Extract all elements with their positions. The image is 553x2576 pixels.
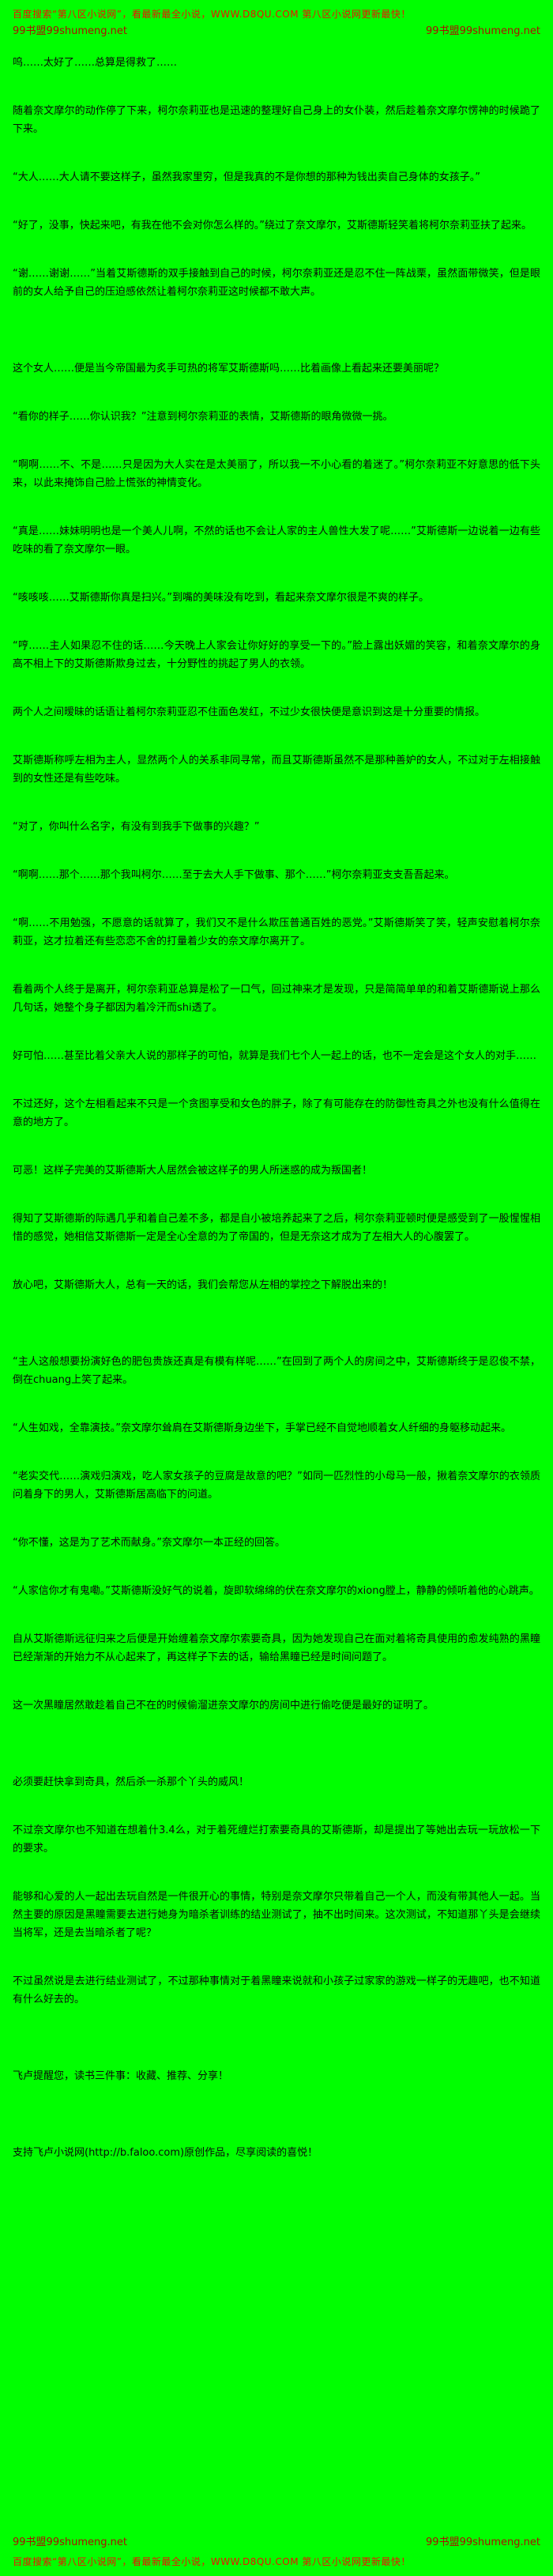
novel-paragraph: “人生如戏，全靠演技。”奈文摩尔耸肩在艾斯德斯身边坐下，手掌已经不自觉地顺着女人…	[13, 1422, 511, 1434]
page-header: 百度搜索“第八区小说网”，看最新最全小说，WWW.D8QU.COM 第八区小说网…	[13, 6, 540, 41]
novel-paragraph: “老实交代……演戏归演戏，吃人家女孩子的豆腐是故意的吧？”如同一匹烈性的小母马一…	[13, 1470, 540, 1501]
header-site-row: 99书盟99shumeng.net 99书盟99shumeng.net	[13, 22, 540, 40]
novel-paragraph: 随着奈文摩尔的动作停了下来，柯尔奈莉亚也是迅速的整理好自己身上的女仆装，然后趁着…	[13, 104, 540, 135]
novel-paragraph: 不过虽然说是去进行结业测试了，不过那种事情对于着黑瞳来说就和小孩子过家家的游戏一…	[13, 1975, 540, 2005]
novel-paragraph: “大人……大人请不要这样子，虽然我家里穷，但是我真的不是你想的那种为钱出卖自己身…	[13, 171, 480, 183]
novel-paragraph: 飞卢提醒您，读书三件事：收藏、推荐、分享！	[13, 2069, 229, 2082]
novel-content: 呜……太好了……总算是得救了…… 随着奈文摩尔的动作停了下来，柯尔奈莉亚也是迅速的…	[13, 41, 540, 2533]
novel-paragraph: 自从艾斯德斯远征归来之后便是开始缠着奈文摩尔索要奇具，因为她发现自己在面对着将奇…	[13, 1633, 540, 1663]
footer-site-name-left: 99书盟99shumeng.net	[13, 2536, 127, 2549]
novel-paragraph: “人家信你才有鬼嘞。”艾斯德斯没好气的说着，旋即软绵绵的伏在奈文摩尔的xiong…	[13, 1584, 540, 1597]
novel-paragraph: “谢……谢谢……”当着艾斯德斯的双手接触到自己的时候，柯尔奈莉亚还是忍不住一阵战…	[13, 267, 540, 298]
page-footer: 99书盟99shumeng.net 99书盟99shumeng.net 百度搜索…	[13, 2533, 540, 2570]
novel-paragraph: 呜……太好了……总算是得救了……	[13, 56, 178, 69]
novel-paragraph: “看你的样子……你认识我？”注意到柯尔奈莉亚的表情，艾斯德斯的眼角微微一挑。	[13, 410, 393, 423]
novel-paragraph: “主人这般想要扮演好色的肥包贵族还真是有模有样呢……”在回到了两个人的房间之中，…	[13, 1355, 540, 1386]
novel-paragraph: 放心吧，艾斯德斯大人，总有一天的话，我们会帮您从左相的掌控之下解脱出来的！	[13, 1279, 393, 1291]
novel-paragraph: 这个女人……便是当今帝国最为炙手可热的将军艾斯德斯吗……比着画像上看起来还要美丽…	[13, 362, 445, 375]
novel-paragraph: 能够和心爱的人一起出去玩自然是一件很开心的事情，特别是奈文摩尔只带着自己一个人，…	[13, 1890, 540, 1939]
novel-paragraph: “咳咳咳……艾斯德斯你真是扫兴。”到嘴的美味没有吃到，看起来奈文摩尔很是不爽的样…	[13, 591, 429, 604]
site-name-left: 99书盟99shumeng.net	[13, 25, 127, 38]
footer-site-name-right: 99书盟99shumeng.net	[426, 2536, 540, 2549]
site-name-right: 99书盟99shumeng.net	[426, 25, 540, 38]
novel-paragraph: 不过还好，这个左相看起来不只是一个贪图享受和女色的胖子，除了有可能存在的防御性奇…	[13, 1098, 540, 1128]
novel-paragraph: 不过奈文摩尔也不知道在想着什3.4么，对于着死缠烂打索要奇具的艾斯德斯，却是提出…	[13, 1824, 540, 1855]
novel-paragraph: 得知了艾斯德斯的际遇几乎和着自己差不多，都是自小被培养起来了之后，柯尔奈莉亚顿时…	[13, 1212, 540, 1243]
header-promo-text: 百度搜索“第八区小说网”，看最新最全小说，WWW.D8QU.COM 第八区小说网…	[13, 9, 411, 20]
novel-paragraph: “你不懂，这是为了艺术而献身。”奈文摩尔一本正经的回答。	[13, 1536, 285, 1549]
novel-paragraph: “啊啊……不、不是……只是因为大人实在是太美丽了，所以我一不小心看的着迷了。”柯…	[13, 458, 540, 489]
novel-paragraph: “对了，你叫什么名字，有没有到我手下做事的兴趣？”	[13, 820, 260, 833]
novel-paragraph: 看着两个人终于是离开，柯尔奈莉亚总算是松了一口气，回过神来才是发现，只是简简单单…	[13, 983, 540, 1014]
novel-paragraph: 必须要赶快拿到奇具，然后杀一杀那个丫头的威风！	[13, 1776, 250, 1788]
novel-paragraph: 好可怕……甚至比着父亲大人说的那样子的可怕，就算是我们七个人一起上的话，也不一定…	[13, 1049, 537, 1062]
footer-site-row: 99书盟99shumeng.net 99书盟99shumeng.net	[13, 2533, 540, 2552]
novel-paragraph: “啊……不用勉强，不愿意的话就算了，我们又不是什么欺压普通百姓的恶党。”艾斯德斯…	[13, 917, 540, 947]
novel-paragraph: “啊啊……那个……那个我叫柯尔……至于去大人手下做事、那个……”柯尔奈莉亚支支吾…	[13, 868, 455, 881]
novel-paragraph: 这一次黑瞳居然敢趁着自己不在的时候偷溜进奈文摩尔的房间中进行偷吃便是最好的证明了…	[13, 1699, 434, 1712]
novel-paragraph: 两个人之间暧昧的话语让着柯尔奈莉亚忍不住面色发红，不过少女很快便是意识到这是十分…	[13, 706, 486, 718]
novel-paragraph: “哼……主人如果忍不住的话……今天晚上人家会让你好好的享受一下的。”脸上露出妖媚…	[13, 639, 540, 670]
footer-promo-text: 百度搜索“第八区小说网”，看最新最全小说，WWW.D8QU.COM 第八区小说网…	[13, 2555, 411, 2567]
novel-paragraph: 艾斯德斯称呼左相为主人，显然两个人的关系非同寻常，而且艾斯德斯虽然不是那种善妒的…	[13, 754, 540, 785]
novel-paragraph: “真是……妹妹明明也是一个美人儿啊，不然的话也不会让人家的主人兽性大发了呢……”…	[13, 525, 540, 555]
novel-paragraph: 可恶！这样子完美的艾斯德斯大人居然会被这样子的男人所迷惑的成为叛国者！	[13, 1164, 373, 1177]
novel-paragraph: “好了，没事，快起来吧，有我在他不会对你怎么样的。”绕过了奈文摩尔，艾斯德斯轻笑…	[13, 219, 532, 232]
novel-paragraph: 支持飞卢小说网(http://b.faloo.com)原创作品，尽享阅读的喜悦！	[13, 2146, 318, 2159]
